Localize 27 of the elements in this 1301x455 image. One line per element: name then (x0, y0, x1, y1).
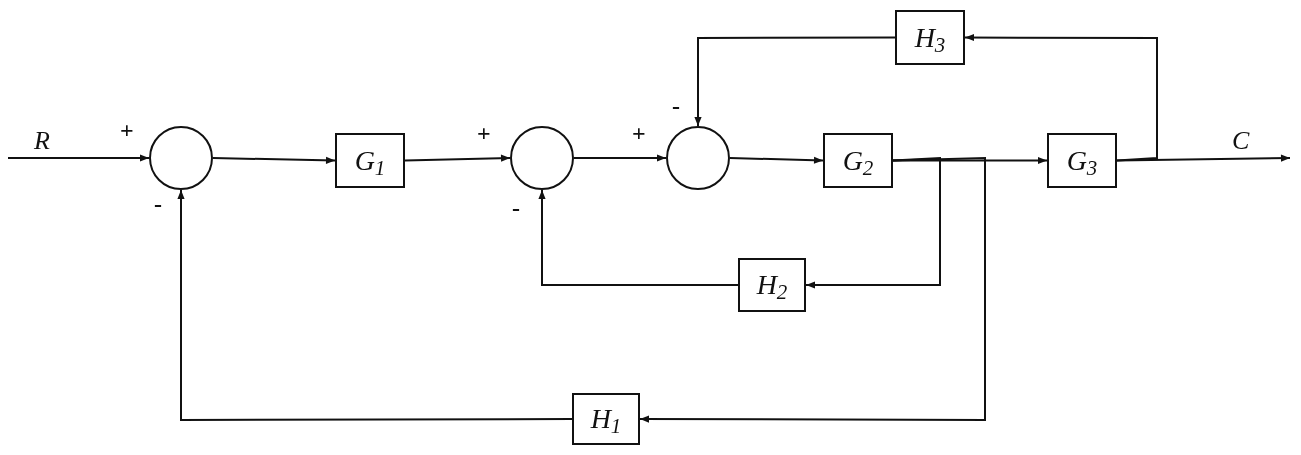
arrow (729, 156, 824, 164)
arrow (212, 156, 336, 164)
summing-junction (510, 126, 574, 190)
summing-junction (149, 126, 213, 190)
summing-junction (666, 126, 730, 190)
arrow (694, 36, 896, 127)
arrow (404, 154, 511, 162)
arrow (7, 154, 150, 162)
block-box: G$_{2}$ (823, 133, 893, 188)
arrow (892, 156, 1048, 165)
block-box: G$_{3}$ (1047, 133, 1117, 188)
block-box: H$_{2}$ (738, 258, 806, 312)
arrow (639, 156, 986, 423)
sign-label: + (477, 121, 491, 145)
sign-label: - (154, 192, 162, 216)
sign-label: - (672, 94, 680, 118)
arrow (805, 156, 941, 289)
block-box: G$_{1}$ (335, 133, 405, 188)
block-box: H$_{3}$ (895, 10, 965, 65)
arrow (573, 154, 667, 162)
sign-label: + (120, 118, 134, 142)
sign-label: + (632, 121, 646, 145)
arrow (964, 33, 1158, 162)
sign-label: - (512, 196, 520, 220)
arrow (538, 189, 739, 286)
arrow (177, 189, 573, 421)
block-box: H$_{1}$ (572, 393, 640, 445)
